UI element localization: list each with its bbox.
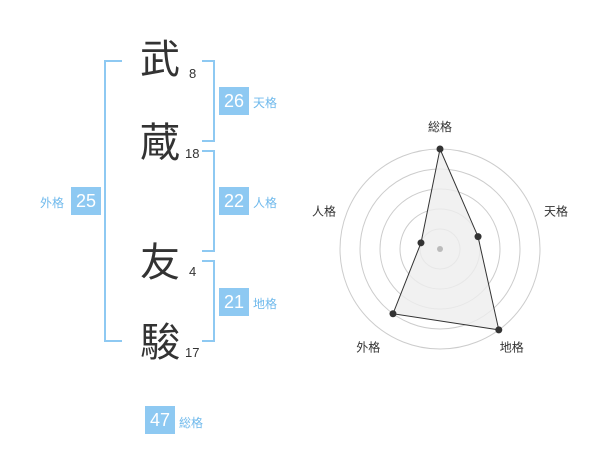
gaikaku-value-badge: 25 xyxy=(71,187,101,215)
jinkaku-bracket xyxy=(202,150,215,252)
stroke-count-1: 8 xyxy=(189,66,197,81)
tenkaku-value-badge: 26 xyxy=(219,87,249,115)
chikaku-bracket xyxy=(202,260,215,342)
radar-point-3 xyxy=(495,326,503,334)
jinkaku-value-badge: 22 xyxy=(219,187,249,215)
name-char-1: 武 xyxy=(140,37,180,83)
tenkaku-bracket xyxy=(202,60,215,142)
soukaku-label: 総格 xyxy=(179,416,204,430)
radar-axis-label-5: 人格 xyxy=(312,203,336,218)
radar-point-2 xyxy=(474,233,482,241)
tenkaku-label: 天格 xyxy=(253,96,278,110)
radar-point-1 xyxy=(436,145,444,153)
radar-axis-label-3: 地格 xyxy=(500,340,524,355)
soukaku-value-badge: 47 xyxy=(145,406,175,434)
gaikaku-label: 外格 xyxy=(40,196,65,210)
stroke-count-4: 17 xyxy=(185,345,200,360)
jinkaku-label: 人格 xyxy=(253,196,278,210)
radar-axis-label-2: 天格 xyxy=(544,203,568,218)
name-char-3: 友 xyxy=(140,240,180,286)
chikaku-label: 地格 xyxy=(253,297,278,311)
radar-area xyxy=(392,147,500,331)
radar-point-5 xyxy=(417,239,425,247)
gaikaku-bracket xyxy=(104,60,122,342)
radar-point-4 xyxy=(389,310,397,318)
radar-center-dot xyxy=(437,246,443,252)
radar-axis-label-4: 外格 xyxy=(356,340,380,355)
name-char-2: 蔵 xyxy=(140,120,180,166)
chikaku-value-badge: 21 xyxy=(219,288,249,316)
stroke-count-3: 4 xyxy=(189,264,197,279)
radar-axis-label-1: 総格 xyxy=(428,119,452,134)
name-char-4: 駿 xyxy=(140,320,180,366)
stroke-count-2: 18 xyxy=(185,146,200,161)
